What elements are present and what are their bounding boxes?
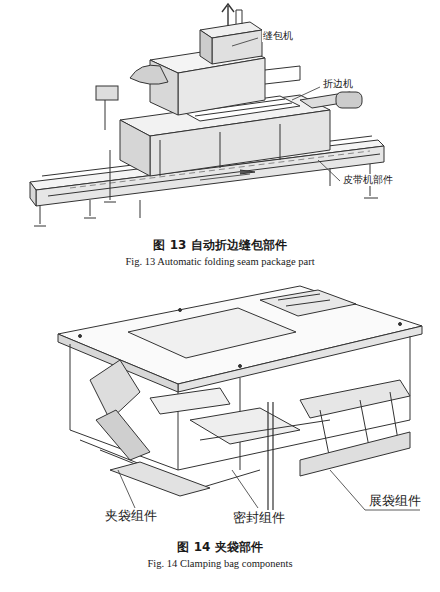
figure-caption-en: Fig. 13 Automatic folding seam package p… bbox=[0, 256, 440, 269]
part-label: 夹袋组件 bbox=[104, 508, 158, 524]
figure-caption: 图 14 夹袋部件 bbox=[0, 540, 440, 554]
leader-line bbox=[232, 38, 340, 181]
part-label: 皮带机部件 bbox=[342, 174, 394, 186]
part-label: 折边机 bbox=[322, 78, 354, 90]
figure-caption-en: Fig. 14 Clamping bag components bbox=[0, 558, 440, 571]
sewing-machine bbox=[96, 4, 300, 130]
part-label: 展袋组件 bbox=[368, 493, 422, 509]
part-label: 密封组件 bbox=[232, 510, 286, 526]
clamping-bag-unit bbox=[58, 286, 422, 520]
figure-caption: 图 13 自动折边缝包部件 bbox=[0, 238, 440, 252]
folding-machine bbox=[104, 92, 362, 218]
part-label: 缝包机 bbox=[262, 30, 294, 42]
